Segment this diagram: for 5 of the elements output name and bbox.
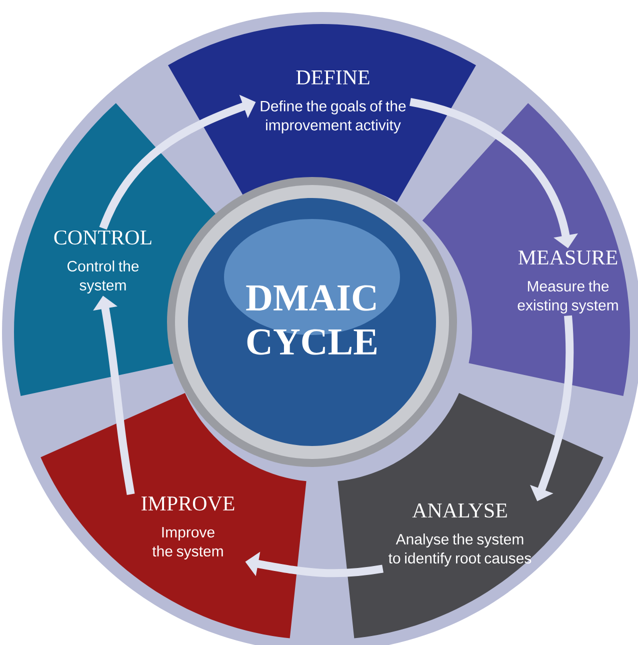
sector: CONTROL Control the system [14, 103, 222, 396]
sector: IMPROVE Improve the system [40, 393, 306, 638]
sector: MEASURE Measure the existing system [422, 103, 630, 396]
sector: DEFINE Define the goals of the improvement activity [168, 24, 476, 202]
sector: ANALYSE Analyse the system to identify root causes [338, 393, 604, 638]
